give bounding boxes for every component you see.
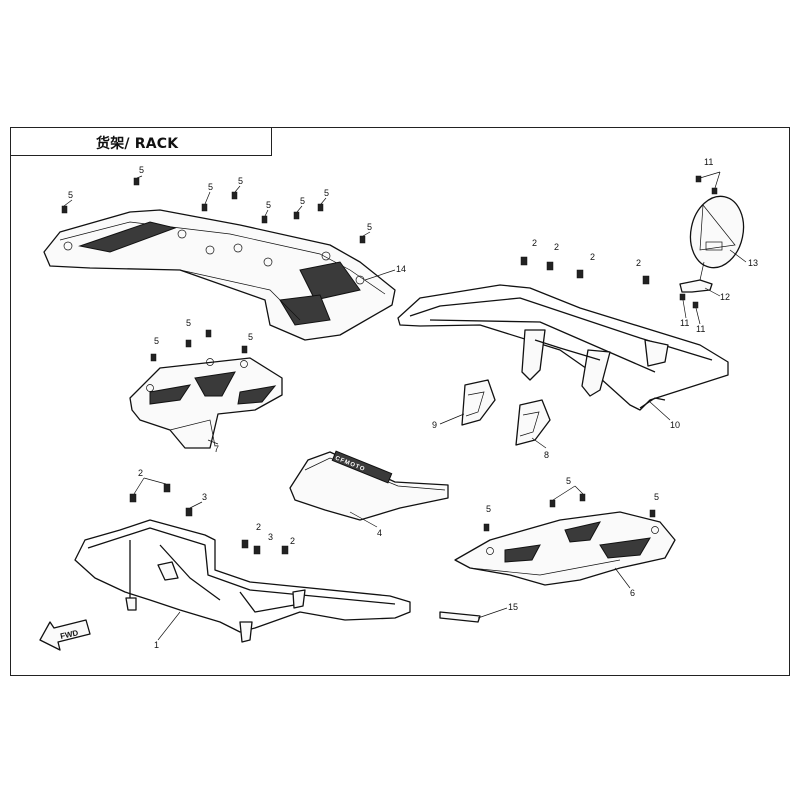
bolt-icon bbox=[711, 187, 718, 195]
callout-5: 5 bbox=[300, 196, 305, 206]
callout-5: 5 bbox=[566, 476, 571, 486]
bolt-icon bbox=[576, 269, 584, 279]
part-7-front-rack-panel bbox=[129, 357, 283, 449]
callout-13: 13 bbox=[748, 258, 758, 268]
bolt-icon bbox=[241, 345, 248, 354]
part-14-rear-rack-cover bbox=[43, 209, 396, 341]
callout-5: 5 bbox=[367, 222, 372, 232]
bolt-icon bbox=[642, 275, 650, 285]
callout-5: 5 bbox=[186, 318, 191, 328]
bolt-icon bbox=[150, 353, 157, 362]
callout-6: 6 bbox=[630, 588, 635, 598]
callout-5: 5 bbox=[486, 504, 491, 514]
diagram-title: 货架/ RACK bbox=[96, 136, 179, 152]
callout-2: 2 bbox=[532, 238, 537, 248]
callout-2: 2 bbox=[554, 242, 559, 252]
bolt-icon bbox=[520, 256, 528, 266]
bolt-icon bbox=[695, 175, 702, 183]
part-1-front-rack-frame bbox=[74, 519, 411, 643]
callout-11: 11 bbox=[696, 324, 705, 334]
callout-5: 5 bbox=[238, 176, 243, 186]
callout-3: 3 bbox=[202, 492, 207, 502]
callout-4: 4 bbox=[377, 528, 382, 538]
fwd-label: FWD bbox=[59, 628, 79, 641]
bolt-icon bbox=[359, 235, 366, 244]
part-4-front-cover: CFMOTO bbox=[289, 450, 449, 521]
bolt-icon bbox=[253, 545, 261, 555]
bolt-icon bbox=[679, 293, 686, 301]
part-10-rear-rack-frame bbox=[397, 284, 729, 411]
title-box bbox=[10, 127, 272, 156]
bolt-icon bbox=[549, 499, 556, 508]
callout-5: 5 bbox=[208, 182, 213, 192]
bolt-icon bbox=[129, 493, 137, 503]
bolt-icon bbox=[692, 301, 699, 309]
callout-9: 9 bbox=[432, 420, 437, 430]
leader-lines bbox=[63, 171, 747, 641]
bolt-icon bbox=[185, 339, 192, 348]
bolt-icon bbox=[205, 329, 212, 338]
callout-2: 2 bbox=[256, 522, 261, 532]
callout-2: 2 bbox=[636, 258, 641, 268]
callout-5: 5 bbox=[324, 188, 329, 198]
callout-5: 5 bbox=[68, 190, 73, 200]
part-9-bracket bbox=[461, 379, 496, 426]
part-12-mounting-bracket bbox=[679, 261, 713, 293]
part-8-bracket bbox=[515, 399, 551, 446]
bolt-icon bbox=[546, 261, 554, 271]
callout-15: 15 bbox=[508, 602, 518, 612]
callout-2: 2 bbox=[138, 468, 143, 478]
bolt-icon bbox=[261, 215, 268, 224]
bolts bbox=[61, 175, 718, 555]
bolt-icon bbox=[317, 203, 324, 212]
bolt-icon bbox=[649, 509, 656, 518]
part-6-side-panel bbox=[454, 511, 676, 586]
callout-2: 2 bbox=[290, 536, 295, 546]
callout-5: 5 bbox=[266, 200, 271, 210]
bolt-icon bbox=[61, 205, 68, 214]
part-15-trim-strip bbox=[439, 611, 481, 623]
bolt-icon bbox=[185, 507, 193, 517]
callout-5: 5 bbox=[139, 165, 144, 175]
part-13-rear-reflector-disc bbox=[689, 195, 745, 269]
fwd-arrow-icon: FWD bbox=[39, 619, 91, 651]
bolt-icon bbox=[579, 493, 586, 502]
bolt-icon bbox=[241, 539, 249, 549]
callout-8: 8 bbox=[544, 450, 549, 460]
callout-7: 7 bbox=[214, 444, 219, 454]
callout-11: 11 bbox=[704, 157, 713, 167]
callout-1: 1 bbox=[154, 640, 159, 650]
bolt-icon bbox=[281, 545, 289, 555]
bolt-icon bbox=[231, 191, 238, 200]
callout-11: 11 bbox=[680, 318, 689, 328]
callout-labels: 5 5 5 5 5 5 5 5 14 5 5 5 7 2 2 2 2 11 13… bbox=[68, 157, 758, 650]
callout-5: 5 bbox=[154, 336, 159, 346]
diagram-frame bbox=[10, 127, 790, 676]
callout-2: 2 bbox=[590, 252, 595, 262]
bolt-icon bbox=[163, 483, 171, 493]
callout-12: 12 bbox=[720, 292, 730, 302]
callout-5: 5 bbox=[248, 332, 253, 342]
bolt-icon bbox=[133, 177, 140, 186]
callout-10: 10 bbox=[670, 420, 680, 430]
bolt-icon bbox=[201, 203, 208, 212]
bolt-icon bbox=[483, 523, 490, 532]
callout-3: 3 bbox=[268, 532, 273, 542]
callout-5: 5 bbox=[654, 492, 659, 502]
bolt-icon bbox=[293, 211, 300, 220]
callout-14: 14 bbox=[396, 264, 406, 274]
